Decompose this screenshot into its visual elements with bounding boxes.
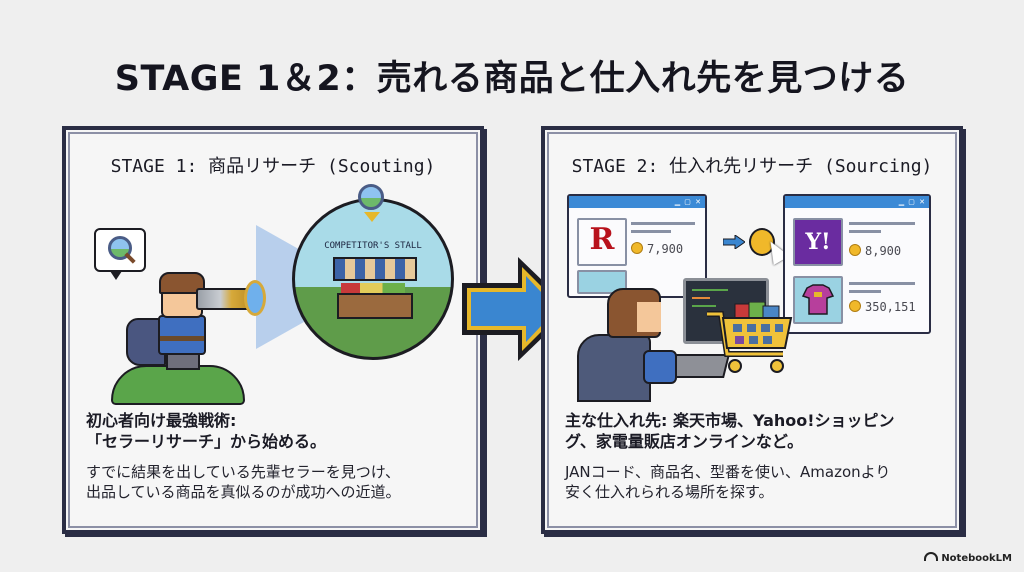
right-arrow-icon (722, 234, 746, 250)
stage1-body-line2: 出品している商品を真似るのが成功への近道。 (86, 483, 401, 501)
hero-belt (160, 336, 204, 341)
text-line (631, 230, 671, 233)
notebooklm-logo-icon (924, 552, 939, 561)
slide-title: STAGE 1＆2：売れる商品と仕入れ先を見つける (114, 59, 910, 99)
window-titlebar: ▁ ▢ ✕ (569, 196, 705, 208)
telescope-lens (244, 280, 266, 316)
stall-counter (337, 293, 413, 319)
text-line (849, 290, 881, 293)
stage2-panel: STAGE 2: 仕入れ先リサーチ (Sourcing) ▁ ▢ ✕ R 7,9… (541, 126, 963, 534)
text-line (849, 222, 915, 225)
price-label: 8,900 (849, 244, 901, 258)
price-value: 7,900 (647, 242, 684, 256)
coin-icon (849, 244, 861, 256)
stage2-description: JANコード、商品名、型番を使い、Amazonより 安く仕入れられる場所を探す。 (565, 462, 945, 502)
notebooklm-watermark: NotebookLM (924, 552, 1012, 564)
rakuten-logo-icon: R (577, 218, 627, 266)
coin-icon (749, 228, 775, 256)
magnifier-icon (358, 184, 384, 210)
coin-icon (631, 242, 643, 254)
stall-label: COMPETITOR'S STALL (324, 241, 422, 251)
rakuten-window: ▁ ▢ ✕ R 7,900 (567, 194, 707, 298)
stage1-emphasis-line1: 初心者向け最強戦術: (86, 411, 237, 430)
shopping-cart-icon (707, 302, 793, 373)
price-value: 8,900 (865, 244, 902, 258)
stage2-body-line1: JANコード、商品名、型番を使い、Amazonより (565, 463, 891, 481)
down-arrow-icon (364, 212, 380, 222)
text-line (849, 282, 915, 285)
stage1-description: すでに結果を出している先輩セラーを見つけ、 出品している商品を真似るのが成功への… (86, 462, 466, 502)
stall-awning (333, 257, 417, 281)
stage2-heading: STAGE 2: 仕入れ先リサーチ (Sourcing) (571, 156, 933, 177)
yahoo-window: ▁ ▢ ✕ Y! 8,900 350,151 (783, 194, 931, 334)
magnifier-icon (108, 236, 132, 260)
stage2-body-line2: 安く仕入れられる場所を探す。 (565, 483, 774, 501)
hero-arm (643, 350, 677, 384)
coin-icon (849, 300, 861, 312)
text-line (631, 222, 695, 225)
hero-face (637, 302, 661, 332)
watermark-text: NotebookLM (941, 553, 1012, 564)
stage1-emphasis-line2: 「セラーリサーチ」から始める。 (86, 432, 327, 451)
stage1-body-line1: すでに結果を出している先輩セラーを見つけ、 (86, 463, 400, 481)
price-value: 350,151 (865, 300, 916, 314)
grass-hill (111, 365, 245, 405)
price-label: 7,900 (631, 242, 683, 256)
hero-cape (577, 334, 651, 402)
window-titlebar: ▁ ▢ ✕ (785, 196, 929, 208)
stage1-emphasis: 初心者向け最強戦術: 「セラーリサーチ」から始める。 (86, 410, 466, 452)
yahoo-logo-icon: Y! (793, 218, 843, 266)
text-line (849, 230, 881, 233)
speech-bubble-icon (94, 228, 146, 280)
hero-body (158, 315, 206, 355)
stage2-emphasis: 主な仕入れ先: 楽天市場、Yahoo!ショッピン グ、家電量販店オンラインなど。 (565, 410, 945, 452)
stage2-emphasis-line2: グ、家電量販店オンラインなど。 (565, 432, 804, 451)
hero-hair (159, 272, 205, 294)
window-controls: ▁ ▢ ✕ (674, 198, 702, 206)
stage2-emphasis-line1: 主な仕入れ先: 楽天市場、Yahoo!ショッピン (565, 411, 895, 430)
stage1-heading: STAGE 1: 商品リサーチ (Scouting) (110, 156, 436, 177)
tshirt-product-icon (793, 276, 843, 324)
competitor-stall-view: COMPETITOR'S STALL (292, 198, 454, 360)
stage1-panel: STAGE 1: 商品リサーチ (Scouting) COMPETITOR'S … (62, 126, 484, 534)
stall-goods (341, 283, 405, 295)
window-controls: ▁ ▢ ✕ (898, 198, 926, 206)
price-label: 350,151 (849, 300, 916, 314)
